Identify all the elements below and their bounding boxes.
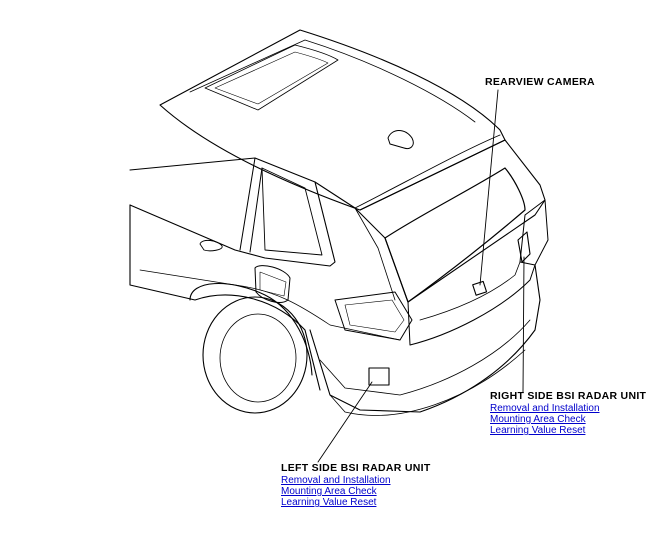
side-window-pillar bbox=[239, 157, 263, 253]
rearview-camera-callout: REARVIEW CAMERA bbox=[485, 77, 595, 89]
roof-antenna bbox=[387, 130, 414, 149]
hatch-lower bbox=[407, 264, 536, 346]
right-radar-label: RIGHT SIDE BSI RADAR UNIT bbox=[490, 390, 647, 402]
body-side-lower bbox=[129, 204, 321, 391]
rear-wheel bbox=[219, 313, 297, 403]
left-radar-icon bbox=[368, 367, 390, 386]
left-taillight bbox=[334, 291, 413, 341]
rearview-camera-icon bbox=[472, 280, 488, 296]
left-taillight-inner bbox=[344, 299, 405, 333]
right-radar-leader bbox=[522, 256, 525, 393]
right-radar-learning-link[interactable]: Learning Value Reset bbox=[490, 425, 586, 436]
bumper-crease bbox=[319, 319, 531, 396]
right-taillight bbox=[519, 199, 549, 266]
left-radar-leader bbox=[317, 381, 373, 463]
right-radar-mounting-link[interactable]: Mounting Area Check bbox=[490, 414, 586, 425]
side-window-rear bbox=[261, 167, 323, 256]
rear-tire bbox=[202, 296, 308, 414]
door-handle bbox=[199, 239, 223, 252]
rear-window bbox=[384, 167, 526, 303]
roof-outline bbox=[159, 29, 506, 211]
bumper-lower bbox=[329, 349, 526, 416]
left-radar-removal-link[interactable]: Removal and Installation bbox=[281, 475, 391, 486]
rearview-camera-leader bbox=[479, 89, 499, 286]
left-radar-learning-link[interactable]: Learning Value Reset bbox=[281, 497, 377, 508]
rear-bumper bbox=[309, 264, 541, 413]
left-radar-label: LEFT SIDE BSI RADAR UNIT bbox=[281, 462, 431, 474]
roof-rail bbox=[189, 39, 476, 123]
sunroof-panel bbox=[204, 44, 339, 111]
tailgate-outline bbox=[359, 139, 546, 303]
right-radar-removal-link[interactable]: Removal and Installation bbox=[490, 403, 600, 414]
fuel-door-inner bbox=[259, 271, 287, 297]
side-window-upper bbox=[129, 157, 336, 267]
rear-quarter-inner bbox=[354, 207, 396, 301]
right-radar-callout: RIGHT SIDE BSI RADAR UNIT Removal and In… bbox=[490, 390, 647, 437]
sunroof-inner bbox=[214, 51, 329, 105]
rear-quarter-pillar bbox=[314, 181, 409, 303]
license-area bbox=[419, 261, 521, 321]
rear-spoiler bbox=[354, 134, 501, 209]
rearview-camera-label: REARVIEW CAMERA bbox=[485, 76, 595, 88]
right-radar-icon bbox=[517, 231, 531, 263]
left-radar-callout: LEFT SIDE BSI RADAR UNIT Removal and Ins… bbox=[281, 462, 431, 509]
left-radar-mounting-link[interactable]: Mounting Area Check bbox=[281, 486, 377, 497]
